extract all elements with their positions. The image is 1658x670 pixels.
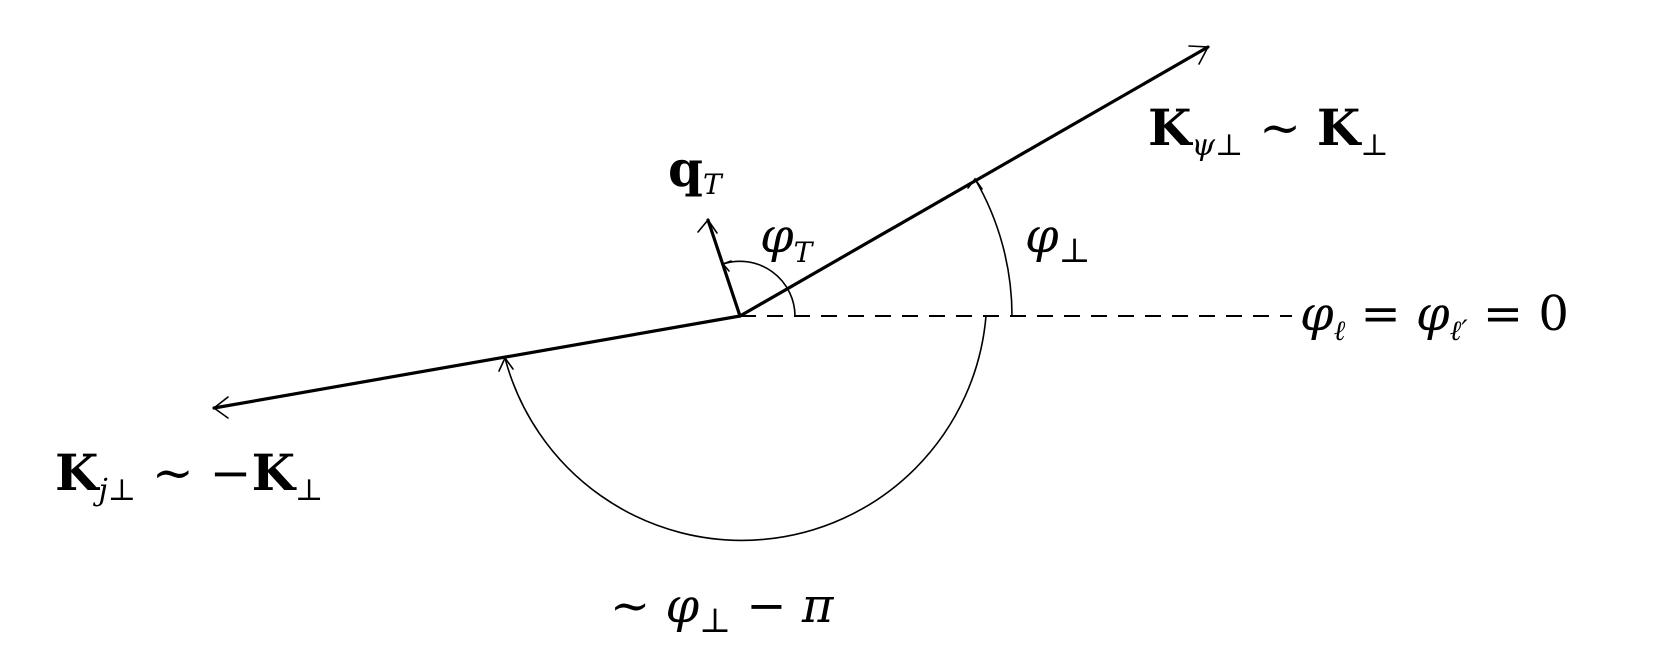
phi-perp-arc-arrowhead [967, 177, 983, 190]
label-k-j: Kj⊥ ~ −K⊥ [55, 443, 323, 508]
phi-t-arc-arrowhead [721, 260, 732, 272]
phi-l-sub: ℓ [1334, 314, 1346, 347]
phi-t-arc [722, 260, 796, 317]
k-psi-rhs: K [1317, 98, 1362, 157]
phi-t-main: φ [760, 208, 794, 264]
phi-l-eq: = [1345, 286, 1416, 342]
k-psi-rhs-sub: ⊥ [1360, 128, 1388, 163]
phi-perp-pi-pre: ~ [610, 578, 665, 634]
k-j-main: K [55, 443, 100, 502]
phi-l-rhs: = 0 [1468, 286, 1569, 342]
k-psi-main: K [1148, 98, 1193, 157]
phi-perp-minus-pi-arrowhead [498, 356, 514, 372]
phi-perp-pi-rhs: − π [731, 578, 835, 634]
q-t-main: q [668, 139, 703, 198]
k-psi-rel: ~ [1243, 99, 1317, 157]
phi-perp-pi-main: φ [665, 578, 699, 634]
phi-perp-sub: ⊥ [1059, 231, 1091, 271]
label-k-psi: Kψ⊥ ~ K⊥ [1148, 98, 1389, 163]
phi-l-main: φ [1300, 286, 1334, 342]
phi-perp-arc [974, 178, 1013, 317]
k-j-vector [212, 314, 742, 410]
k-psi-arrowhead [1188, 45, 1210, 65]
phi-l-main2: φ [1416, 286, 1450, 342]
phi-perp-pi-sub: ⊥ [699, 601, 731, 641]
label-q-t: qT [668, 139, 724, 201]
phi-perp-main: φ [1025, 208, 1059, 264]
k-j-arrowhead [212, 396, 229, 419]
label-phi-l: φℓ = φℓ′ = 0 [1300, 286, 1569, 347]
k-j-sub: j⊥ [92, 473, 136, 508]
label-phi-t: φT [760, 208, 815, 269]
phi-l-sub2: ℓ′ [1450, 314, 1469, 347]
label-phi-perp: φ⊥ [1025, 208, 1091, 271]
label-phi-perp-minus-pi: ~ φ⊥ − π [610, 578, 835, 641]
k-psi-sub: ψ⊥ [1191, 128, 1243, 163]
phi-t-sub: T [794, 236, 815, 269]
k-j-rel: ~ − [136, 444, 252, 502]
phi-perp-minus-pi-arc [504, 315, 987, 542]
q-t-arrowhead [697, 218, 718, 234]
k-j-rhs-sub: ⊥ [295, 473, 323, 508]
q-t-sub: T [703, 168, 724, 201]
q-t-vector [706, 218, 742, 318]
k-j-rhs: K [252, 443, 297, 502]
